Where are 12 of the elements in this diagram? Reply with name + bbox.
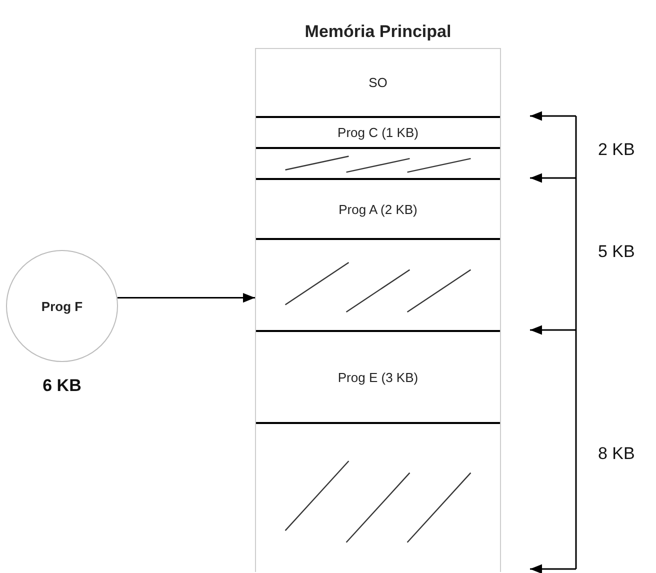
segment-label: Prog E (3 KB) bbox=[338, 370, 418, 384]
size-label: 6 KB bbox=[42, 376, 82, 396]
arrow bbox=[117, 293, 255, 303]
column-title: Memória Principal bbox=[304, 22, 452, 42]
size-label: 5 KB bbox=[598, 242, 635, 262]
segment-label: Prog C (1 KB) bbox=[338, 126, 418, 139]
node-label: Prog F bbox=[41, 298, 83, 314]
segment-label: Prog A (2 KB) bbox=[338, 202, 418, 216]
segment-label: SO bbox=[368, 76, 388, 88]
program-circle bbox=[6, 250, 118, 362]
size-label: 2 KB bbox=[598, 140, 635, 160]
size-label: 8 KB bbox=[598, 444, 635, 464]
